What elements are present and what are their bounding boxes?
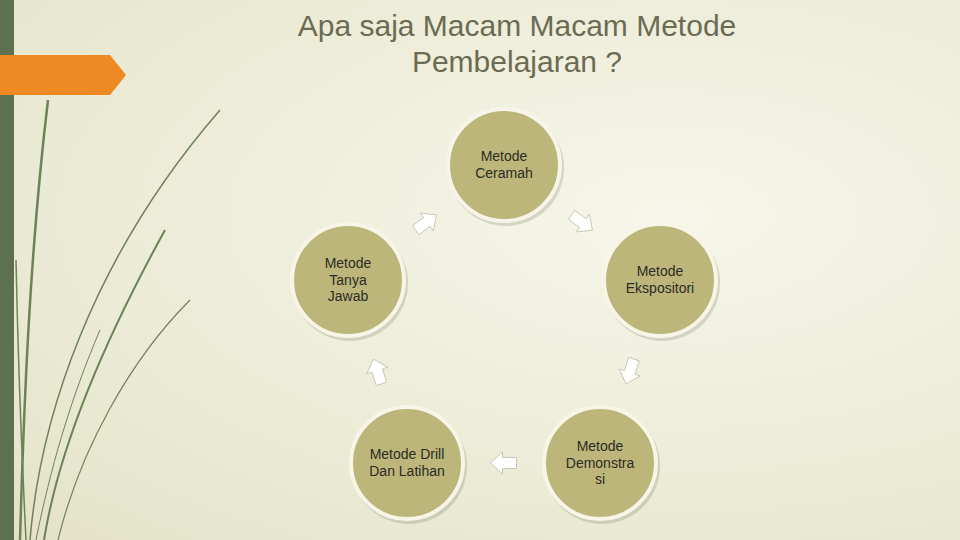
block-arrow — [396, 200, 457, 245]
method-label: Metode Tanya Jawab — [310, 255, 386, 305]
orange-tab — [0, 55, 126, 95]
method-label: Metode Demonstra si — [562, 438, 638, 488]
method-label: Metode Drill Dan Latihan — [369, 446, 445, 480]
method-circle: Metode Ekspositori — [601, 221, 719, 339]
method-circle: Metode Ceramah — [445, 106, 563, 224]
block-arrow — [618, 336, 641, 407]
grass-lines — [16, 100, 220, 540]
block-arrow — [552, 200, 613, 245]
method-label: Metode Ekspositori — [622, 263, 698, 297]
block-arrow — [466, 452, 541, 474]
method-circle: Metode Drill Dan Latihan — [348, 404, 466, 522]
slide-title: Apa saja Macam Macam Metode Pembelajaran… — [237, 8, 797, 80]
method-circle: Metode Demonstra si — [541, 404, 659, 522]
method-circle: Metode Tanya Jawab — [289, 221, 407, 339]
method-label: Metode Ceramah — [466, 148, 542, 182]
block-arrow — [366, 336, 389, 407]
